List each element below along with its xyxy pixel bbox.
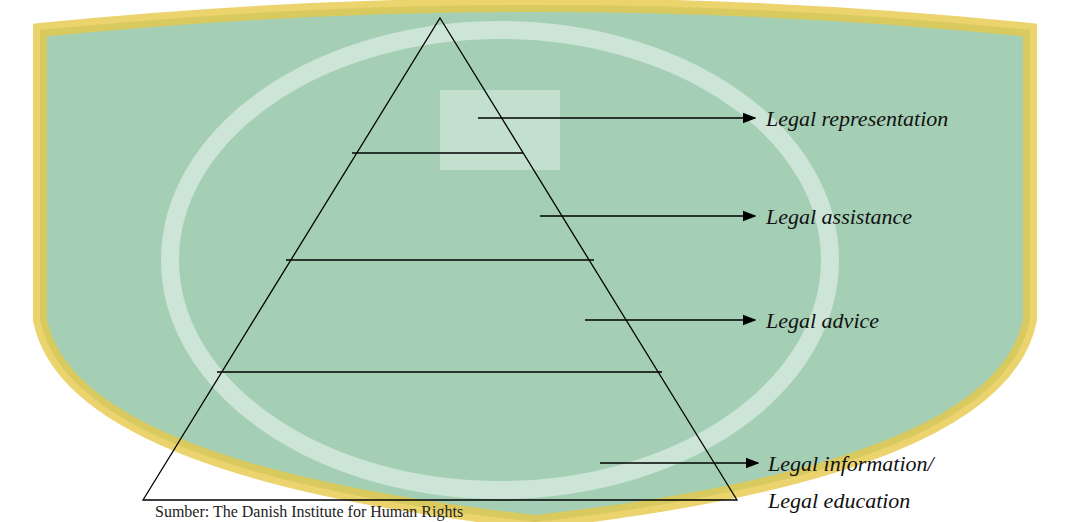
band-divider: [217, 371, 662, 372]
leader-arrow: [585, 319, 755, 321]
source-caption: Sumber: The Danish Institute for Human R…: [155, 502, 463, 521]
tier-label: Legal representation: [766, 100, 1056, 137]
leader-arrow: [540, 215, 755, 217]
tier-label: Legal assistance: [766, 198, 1056, 235]
watermark-laurel: [170, 30, 830, 490]
leader-arrow: [600, 462, 758, 464]
band-divider: [352, 152, 523, 153]
band-divider: [286, 259, 594, 260]
watermark-shield: [40, 5, 1030, 522]
watermark-book: [440, 90, 560, 170]
leader-arrow: [478, 117, 755, 119]
tier-label: Legal advice: [766, 302, 1056, 339]
tier-label: Legal information/ Legal education: [768, 445, 936, 519]
pyramid-outline: [143, 18, 737, 500]
